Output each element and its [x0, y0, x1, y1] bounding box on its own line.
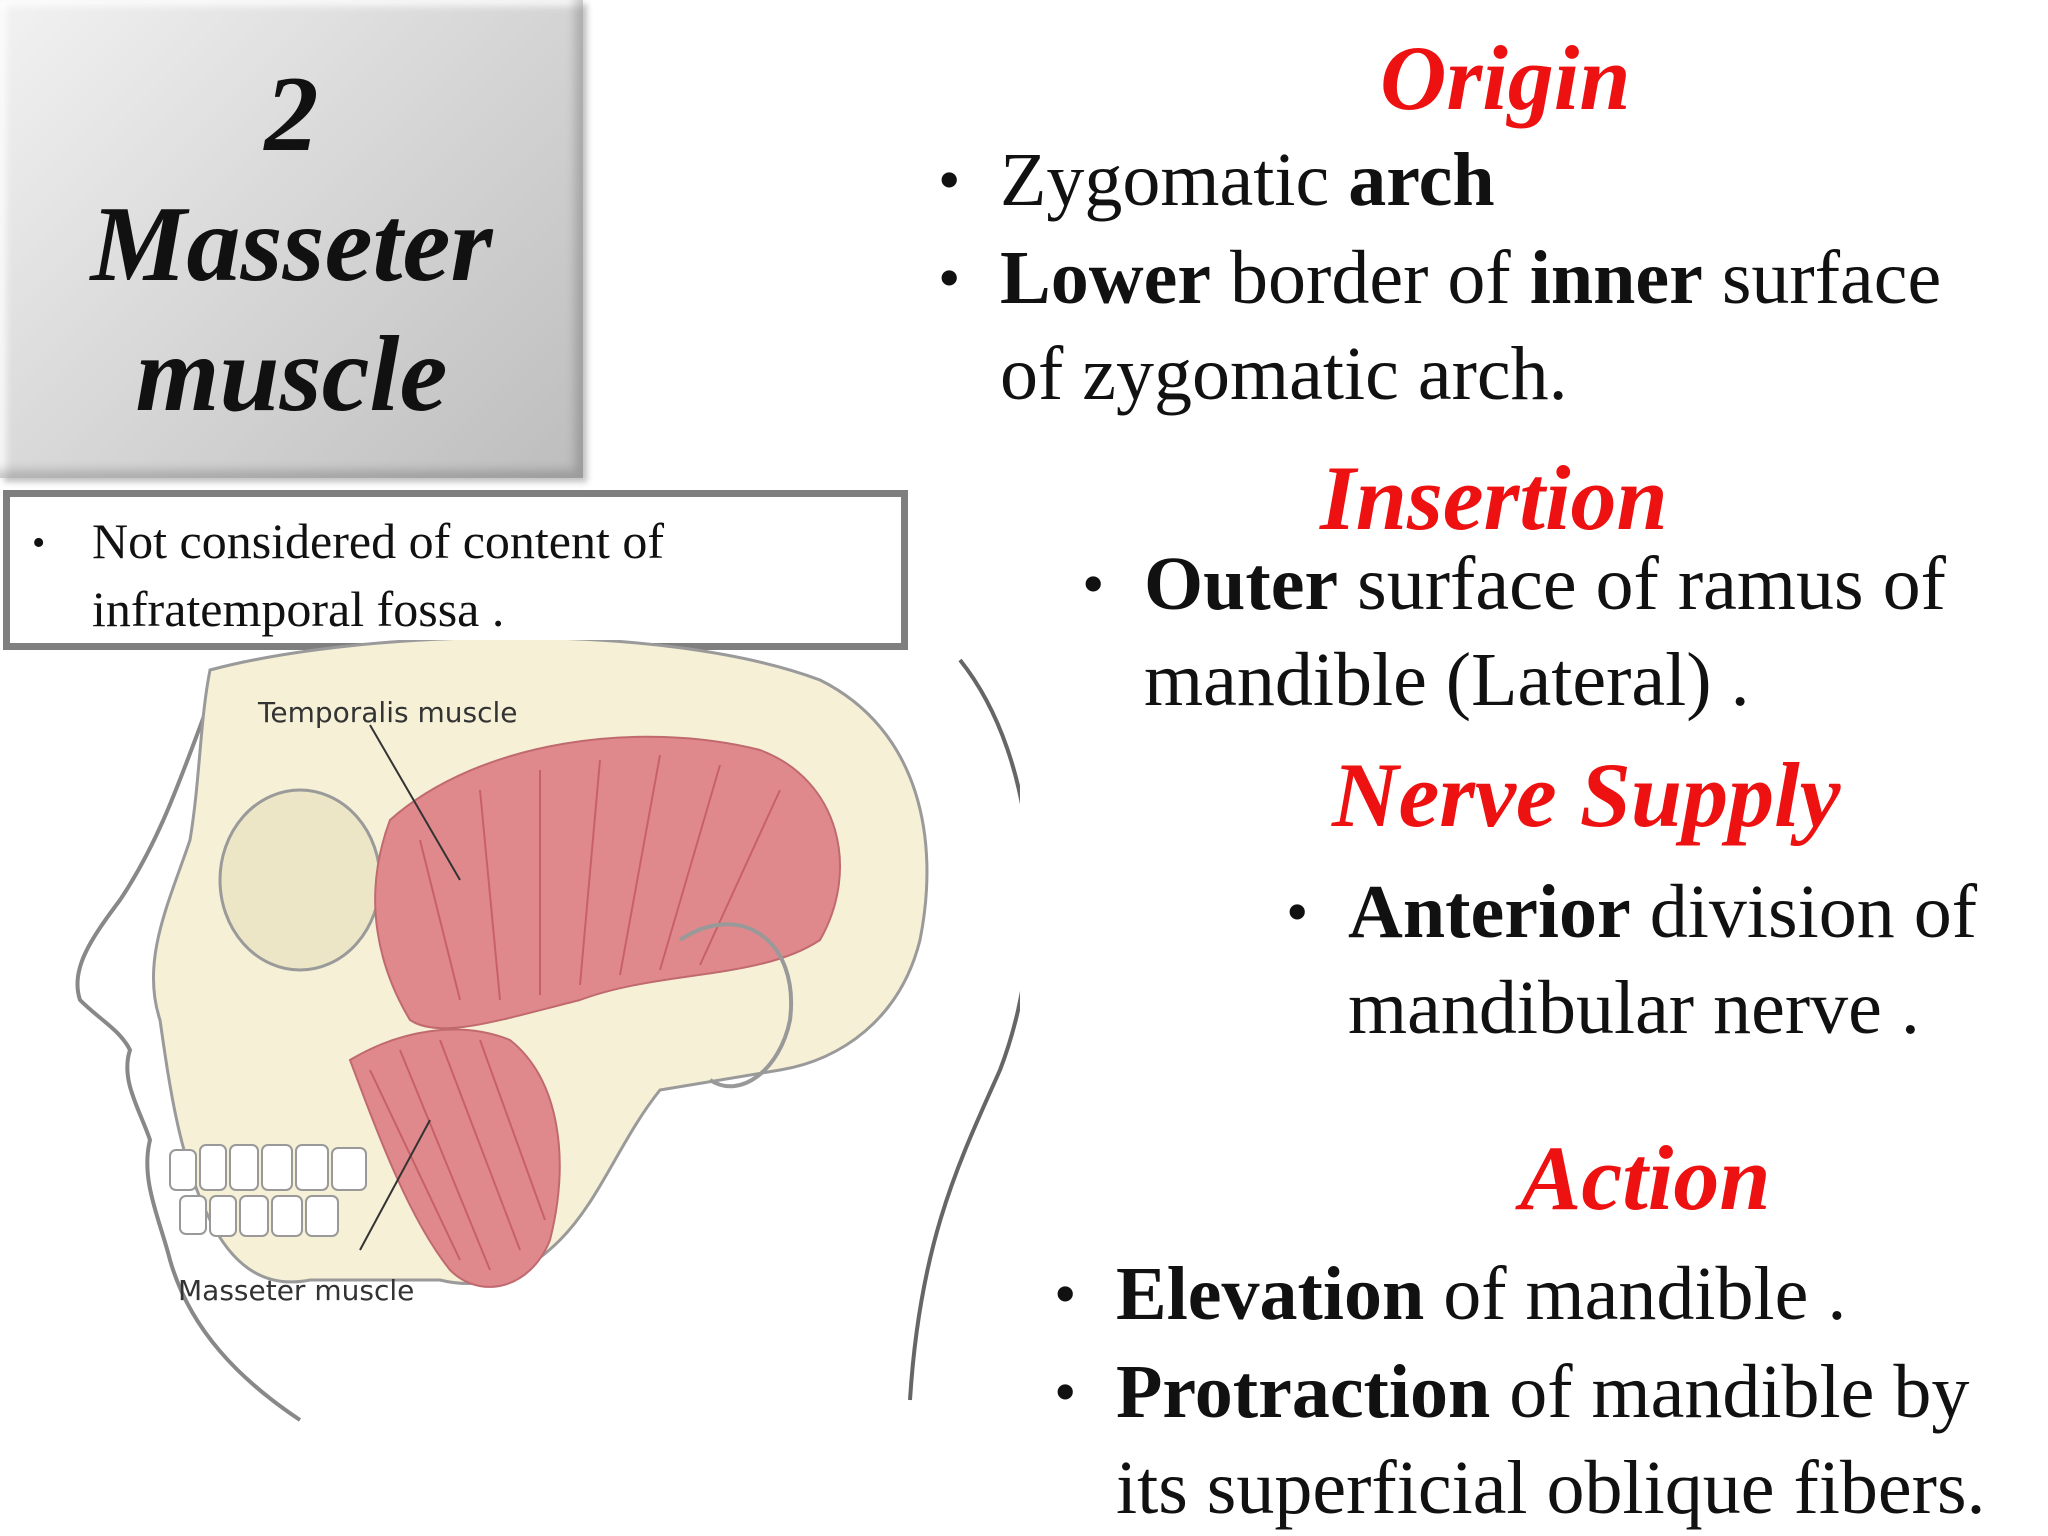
note-text: Not considered of content of infratempor… — [92, 507, 892, 643]
masseter-fibers — [369, 1039, 546, 1271]
bullet: • — [938, 242, 961, 313]
bullet: • — [1054, 1356, 1077, 1427]
origin-item-2-bold-2: inner — [1529, 236, 1703, 320]
action-heading: Action — [1520, 1127, 1771, 1229]
action-item-2-bold: Protraction — [1116, 1350, 1491, 1434]
title-line-2: muscle — [135, 315, 448, 434]
origin-heading: Origin — [1380, 27, 1631, 129]
masseter-muscle — [348, 1028, 561, 1288]
origin-item-1-text: Zygomatic — [1000, 138, 1349, 222]
note-bullet: • — [32, 522, 46, 564]
insertion-item-text: surface of ramus of — [1338, 542, 1946, 626]
note-box: • Not considered of content of infratemp… — [3, 490, 908, 650]
masseter-leader — [359, 1119, 431, 1251]
bullet: • — [938, 144, 961, 215]
slide-number: 2 — [264, 55, 319, 174]
origin-item-2: • Lower border of inner surface of zygom… — [938, 230, 1942, 422]
nerve-supply-item-1: • Anterior division of mandibular nerve … — [1286, 864, 1978, 1056]
origin-item-2-line-2: of zygomatic arch. — [1000, 332, 1568, 416]
insertion-item-1: • Outer surface of ramus of mandible (La… — [1082, 536, 1946, 728]
ear-outline — [678, 922, 794, 1089]
nerve-item-text: division of — [1630, 870, 1978, 954]
face-outline — [75, 699, 302, 1422]
origin-item-2-text-1: border of — [1211, 236, 1530, 320]
action-item-2: • Protraction of mandible by its superfi… — [1054, 1344, 1986, 1536]
action-item-2-line-2: its superficial oblique fibers. — [1116, 1446, 1986, 1530]
nerve-item-bold: Anterior — [1348, 870, 1631, 954]
action-item-1-text: of mandible . — [1424, 1252, 1847, 1336]
head-outline — [908, 658, 1020, 1401]
title-box: 2 Masseter muscle — [0, 0, 583, 478]
insertion-item-line-2: mandible (Lateral) . — [1144, 638, 1750, 722]
temporalis-leader — [369, 724, 461, 881]
nerve-supply-heading: Nerve Supply — [1332, 744, 1841, 846]
teeth — [169, 1144, 367, 1237]
temporalis-muscle — [374, 735, 841, 1030]
action-item-1: • Elevation of mandible . — [1054, 1246, 1847, 1342]
origin-item-2-bold-1: Lower — [1000, 236, 1212, 320]
title-line-1: Masseter — [90, 185, 493, 304]
orbit — [218, 788, 382, 972]
origin-item-1: • Zygomatic arch — [938, 132, 1495, 228]
insertion-item-bold: Outer — [1144, 542, 1339, 626]
note-line-1: Not considered of content of — [92, 513, 665, 569]
bullet: • — [1082, 548, 1105, 619]
origin-item-2-text-2: surface — [1702, 236, 1942, 320]
bullet: • — [1286, 876, 1309, 947]
temporalis-fibers — [419, 754, 781, 1001]
note-line-2: infratemporal fossa . — [92, 581, 505, 637]
action-item-2-text: of mandible by — [1490, 1350, 1970, 1434]
nerve-item-line-2: mandibular nerve . — [1348, 966, 1920, 1050]
origin-item-1-bold: arch — [1348, 138, 1495, 222]
masseter-label: Masseter muscle — [178, 1274, 415, 1307]
skull-illustration — [75, 640, 1020, 1422]
temporalis-label: Temporalis muscle — [258, 696, 518, 729]
insertion-heading: Insertion — [1320, 447, 1668, 549]
action-item-1-bold: Elevation — [1116, 1252, 1425, 1336]
bullet: • — [1054, 1258, 1077, 1329]
